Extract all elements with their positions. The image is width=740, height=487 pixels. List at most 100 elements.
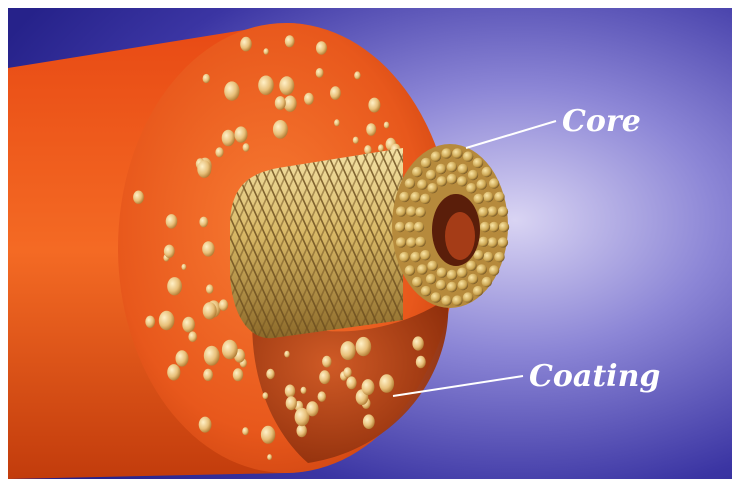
core-strand — [499, 222, 509, 232]
coating-bubble — [240, 37, 252, 52]
coating-bubble — [316, 68, 324, 78]
coating-bubble — [224, 81, 239, 100]
core-strand — [457, 268, 467, 278]
core-strand — [427, 183, 437, 193]
core-strand — [489, 222, 499, 232]
core-strand — [478, 207, 488, 217]
core-strand — [466, 261, 476, 271]
coating-bubble — [416, 356, 426, 368]
coating-bubble — [197, 160, 211, 178]
core-strand — [447, 162, 457, 172]
fiber-core-coating-diagram: Core Coating — [8, 8, 732, 479]
coating-bubble — [235, 126, 248, 142]
core-strand — [494, 192, 504, 202]
core-strand — [406, 237, 416, 247]
coating-bubble — [167, 364, 180, 380]
core-strand — [437, 176, 447, 186]
coating-bubble — [346, 376, 356, 389]
core-strand — [415, 237, 425, 247]
core-strand — [395, 222, 405, 232]
core-strand — [410, 252, 420, 262]
core-strand — [399, 252, 409, 262]
coating-bubble — [233, 368, 243, 381]
core-strand — [463, 292, 473, 302]
coating-bubble — [285, 385, 295, 398]
core-strand — [441, 148, 451, 158]
coating-bubble — [167, 277, 182, 295]
core-strand — [477, 264, 487, 274]
core-strand — [427, 261, 437, 271]
core-strand — [399, 192, 409, 202]
core-strand — [489, 178, 499, 188]
core-strand — [396, 206, 406, 216]
core-strand — [483, 192, 493, 202]
coating-bubble — [368, 98, 380, 113]
core-strand — [410, 192, 420, 202]
core-strand — [463, 151, 473, 161]
coating-bubble — [219, 299, 228, 310]
core-strand — [457, 176, 467, 186]
core-strand — [458, 280, 468, 290]
core-strand — [437, 268, 447, 278]
coating-bubble — [188, 331, 197, 342]
core-strand — [458, 164, 468, 174]
core-strand — [482, 277, 492, 287]
core-strand — [421, 286, 431, 296]
coating-bubble — [318, 391, 326, 401]
core-strand — [421, 158, 431, 168]
core-strand — [431, 151, 441, 161]
core-strand — [417, 264, 427, 274]
coating-bubble — [275, 96, 286, 110]
coating-bubble — [243, 143, 250, 151]
core-strand — [396, 237, 406, 247]
coating-bubble — [145, 316, 155, 328]
core-strand — [487, 237, 497, 247]
coating-bubble — [222, 340, 238, 360]
coating-bubble — [204, 346, 220, 366]
core-strand — [406, 206, 416, 216]
coating-bubble — [366, 123, 376, 136]
core-strand — [473, 286, 483, 296]
coating-bubble — [356, 337, 372, 356]
coating-bubble — [297, 424, 307, 437]
coating-bubble — [222, 130, 235, 147]
core-strand — [447, 282, 457, 292]
core-strand — [498, 237, 508, 247]
core-strand — [405, 265, 415, 275]
coating-bubble — [133, 191, 144, 204]
core-strand — [431, 292, 441, 302]
coating-bubble — [279, 76, 294, 95]
core-strand — [477, 179, 487, 189]
coating-bubble — [176, 350, 189, 366]
core-strand — [412, 277, 422, 287]
coating-bubble — [364, 145, 371, 154]
core-strand — [414, 222, 424, 232]
core-strand — [447, 270, 457, 280]
core-strand — [473, 158, 483, 168]
coating-bubble — [199, 217, 208, 228]
coating-bubble — [203, 369, 213, 381]
coating-bubble — [166, 214, 178, 229]
coating-bubble — [330, 86, 341, 100]
coating-bubble — [316, 41, 327, 55]
coating-bubble — [203, 74, 210, 83]
coating-bubble — [286, 396, 297, 410]
coating-bubble — [264, 48, 269, 54]
coating-bubble — [301, 387, 307, 394]
coating-bubble — [199, 417, 212, 433]
coating-bubble — [266, 369, 274, 379]
coating-bubble — [182, 264, 187, 270]
core-strand — [474, 194, 484, 204]
core-strand — [436, 280, 446, 290]
core-strand — [482, 167, 492, 177]
coating-bubble — [344, 367, 352, 377]
coating-bubble — [258, 76, 274, 96]
core-strand — [487, 206, 497, 216]
core-strand — [468, 170, 478, 180]
core-strand — [420, 194, 430, 204]
core-strand — [447, 174, 457, 184]
coating-bubble — [334, 119, 340, 126]
coating-bubble — [362, 379, 375, 395]
core-strand — [426, 170, 436, 180]
